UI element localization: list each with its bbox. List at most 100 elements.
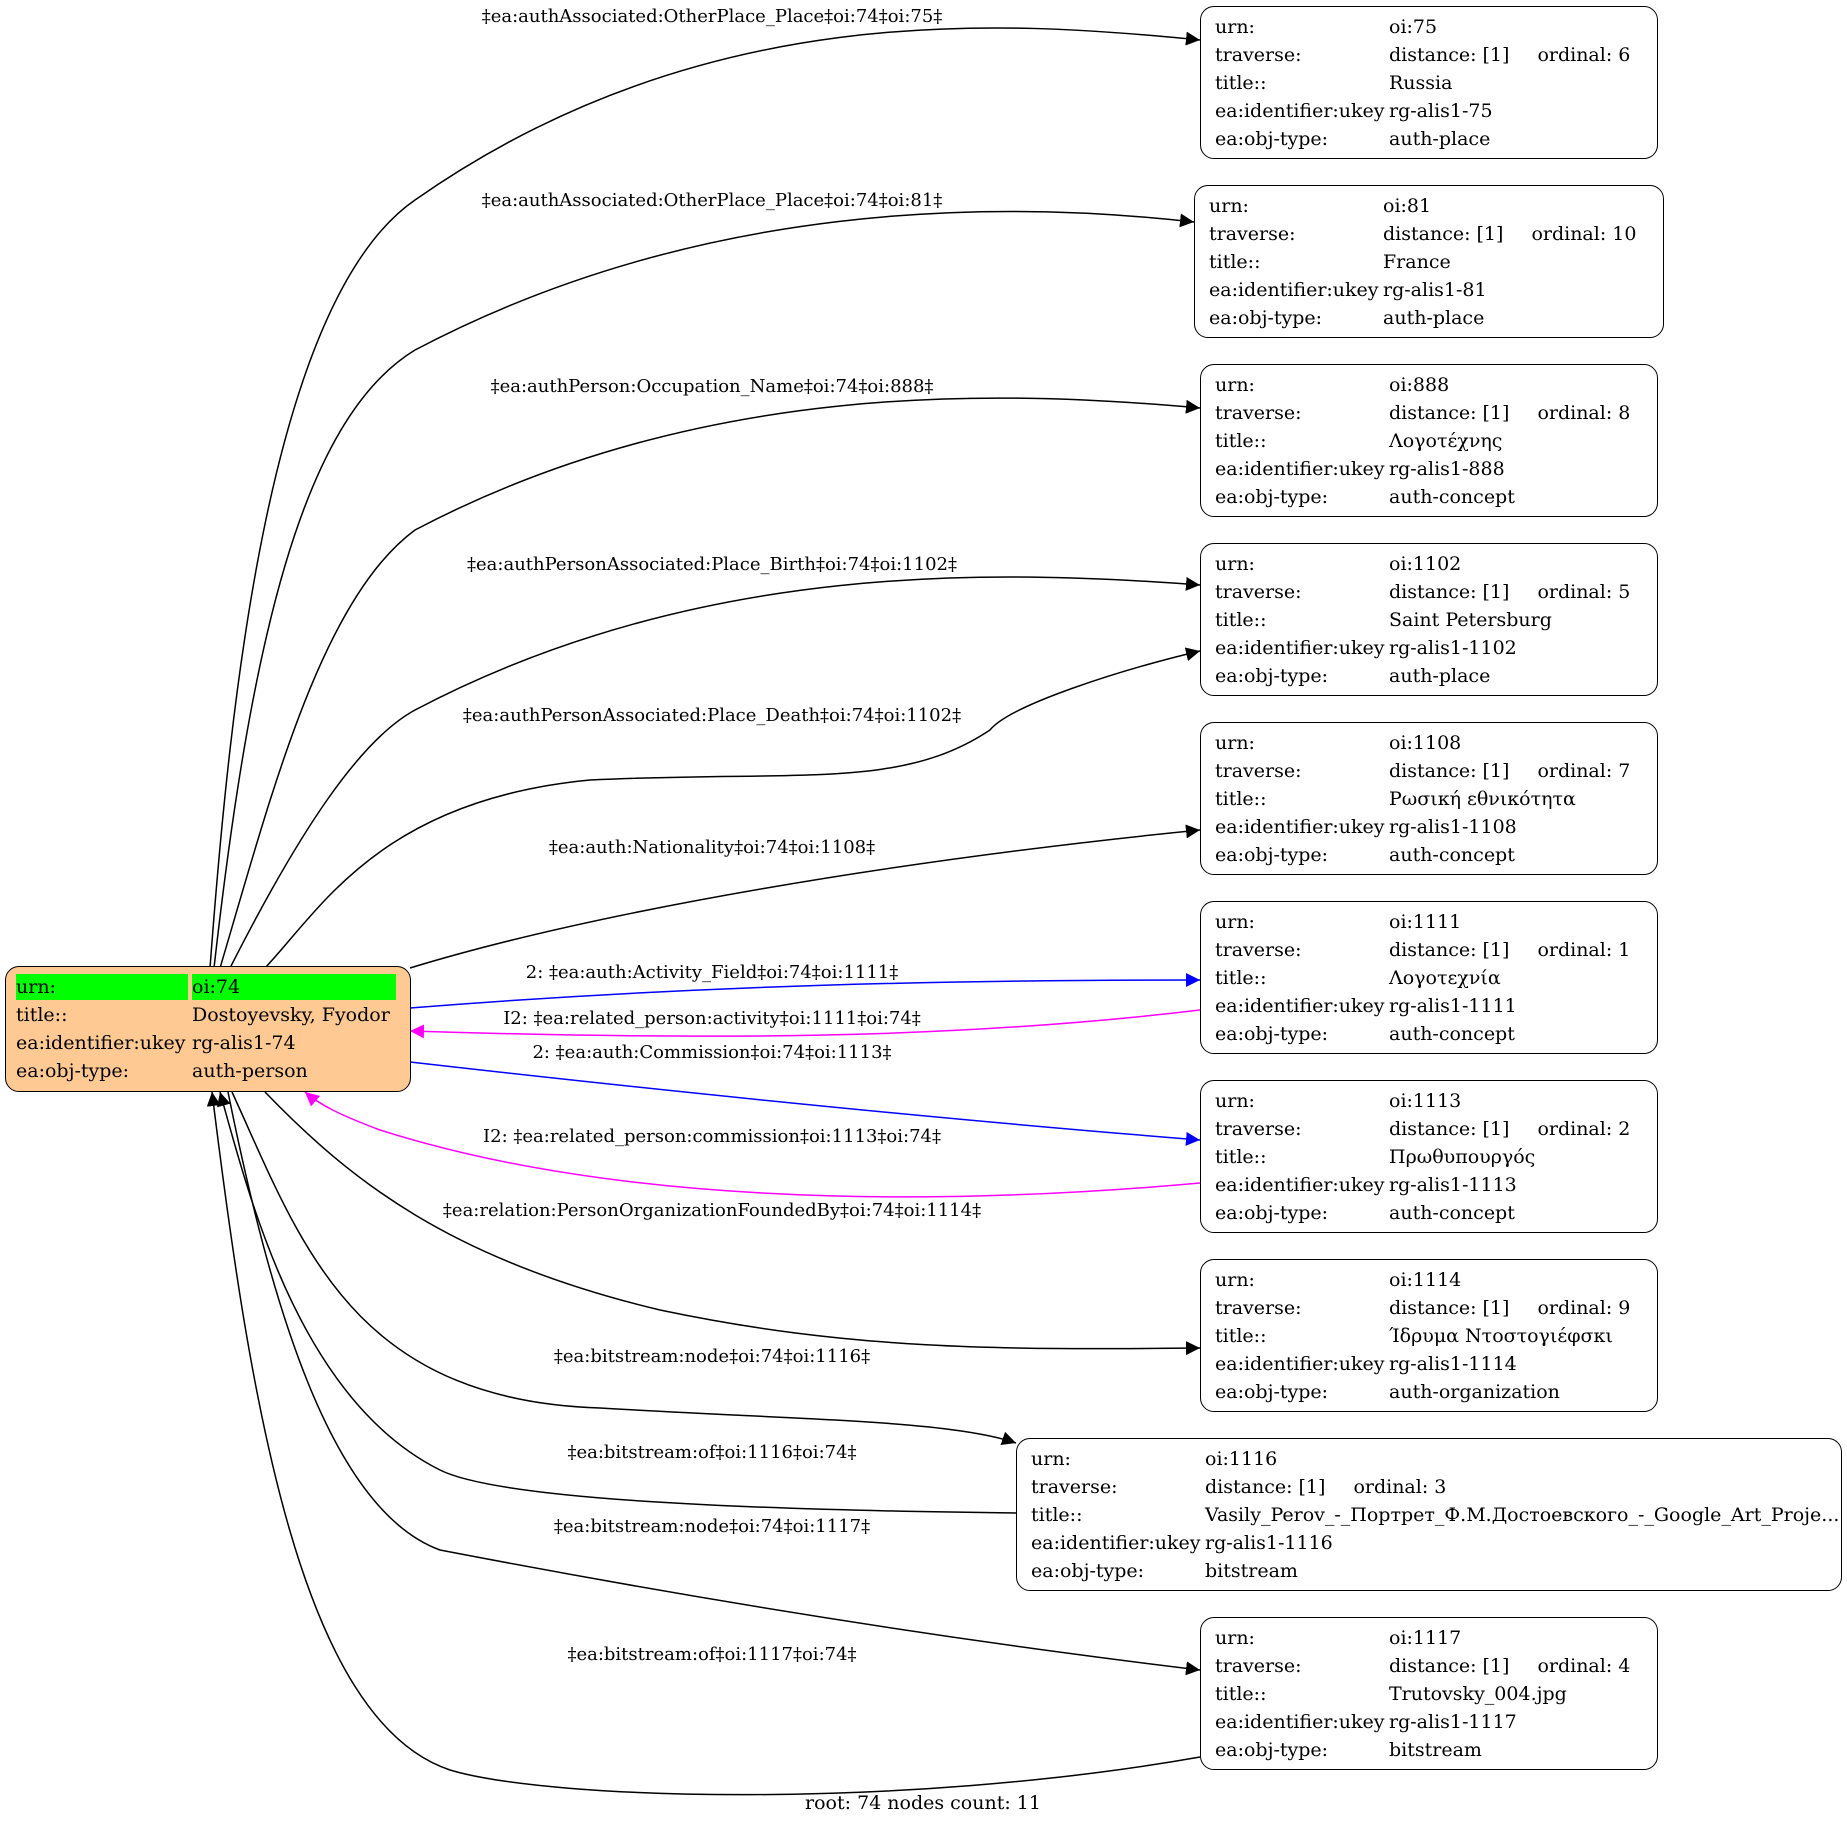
node-oi-1111[interactable]: urn:oi:1111 traverse:distance: [1]ordina… xyxy=(1200,901,1658,1054)
root-ukey-key: ea:identifier:ukey xyxy=(16,1032,186,1054)
node-title-value: France xyxy=(1383,251,1451,273)
node-urn-value: oi:75 xyxy=(1389,16,1438,38)
node-objtype-row: ea:obj-type:bitstream xyxy=(1215,1736,1643,1764)
node-oi-888[interactable]: urn:oi:888 traverse:distance: [1]ordinal… xyxy=(1200,364,1658,517)
node-ukey-key: ea:identifier:ukey xyxy=(1215,995,1385,1017)
node-ukey-key: ea:identifier:ukey xyxy=(1215,1353,1385,1375)
node-distance: distance: [1] xyxy=(1389,44,1510,66)
node-ukey-key: ea:identifier:ukey xyxy=(1215,816,1385,838)
node-traverse-key: traverse: xyxy=(1215,1297,1302,1319)
node-ukey-value: rg-alis1-1116 xyxy=(1205,1532,1333,1554)
node-ordinal: ordinal: 1 xyxy=(1537,939,1631,961)
node-traverse-row: traverse:distance: [1]ordinal: 4 xyxy=(1215,1652,1643,1680)
node-urn-row: urn:oi:1111 xyxy=(1215,908,1643,936)
node-title-key: title:: xyxy=(1215,788,1267,810)
edge-label: ‡ea:authPersonAssociated:Place_Death‡oi:… xyxy=(462,705,962,726)
node-traverse-row: traverse:distance: [1]ordinal: 1 xyxy=(1215,936,1643,964)
node-urn-key: urn: xyxy=(1215,1090,1255,1112)
edge-line-3 xyxy=(229,576,1201,969)
node-objtype-value: auth-place xyxy=(1389,665,1491,687)
node-title-row: title::Vasily_Perov_-_Портрет_Ф.М.Достое… xyxy=(1031,1501,1839,1529)
node-oi-1108[interactable]: urn:oi:1108 traverse:distance: [1]ordina… xyxy=(1200,722,1658,875)
edge-line-8 xyxy=(409,1061,1201,1146)
edge-label: 2: ‡ea:auth:Activity_Field‡oi:74‡oi:1111… xyxy=(525,962,899,983)
edge-label: ‡ea:relation:PersonOrganizationFoundedBy… xyxy=(442,1200,982,1221)
node-urn-row: urn: oi:1116 xyxy=(1031,1445,1827,1473)
node-distance: distance: [1] xyxy=(1389,1297,1510,1319)
node-oi-1114[interactable]: urn:oi:1114 traverse:distance: [1]ordina… xyxy=(1200,1259,1658,1412)
node-traverse-row: traverse: distance: [1] ordinal: 9 xyxy=(1215,1294,1643,1322)
node-ukey-key: ea:identifier:ukey xyxy=(1215,100,1385,122)
root-urn-key: urn: xyxy=(16,974,188,1000)
edge-line-9 xyxy=(304,1091,1201,1198)
node-oi-1113[interactable]: urn: oi:1113 traverse:distance: [1]ordina… xyxy=(1200,1080,1658,1233)
node-objtype-row: ea:obj-type: auth-organization xyxy=(1215,1378,1643,1406)
node-ordinal: ordinal: 9 xyxy=(1537,1297,1631,1319)
node-urn-value: oi:1116 xyxy=(1205,1448,1278,1470)
edge-line-4 xyxy=(264,647,1201,969)
node-title-row: title::Saint Petersburg xyxy=(1215,606,1643,634)
node-traverse-row: traverse:distance: [1]ordinal: 2 xyxy=(1215,1115,1643,1143)
node-ukey-value: rg-alis1-1113 xyxy=(1389,1174,1517,1196)
node-objtype-value: auth-organization xyxy=(1389,1381,1560,1403)
node-objtype-key: ea:obj-type: xyxy=(1215,1381,1329,1403)
node-urn-key: urn: xyxy=(1215,911,1255,933)
node-traverse-key: traverse: xyxy=(1209,223,1296,245)
node-objtype-value: auth-concept xyxy=(1389,1023,1515,1045)
node-urn-row: urn:oi:81 xyxy=(1209,192,1649,220)
node-urn-key: urn: xyxy=(1215,374,1255,396)
node-oi-1116[interactable]: urn: oi:1116 traverse:distance: [1]ordina… xyxy=(1016,1438,1842,1591)
node-urn-row: urn:oi:1102 xyxy=(1215,550,1643,578)
node-distance: distance: [1] xyxy=(1205,1476,1326,1498)
node-title-value: Ίδρυμα Ντοστογιέφσκι xyxy=(1389,1325,1613,1347)
node-title-value: Πρωθυπουργός xyxy=(1389,1146,1536,1168)
edge-line-2 xyxy=(219,397,1201,969)
node-title-row: title::Trutovsky_004.jpg xyxy=(1215,1680,1643,1708)
node-ukey-value: rg-alis1-1108 xyxy=(1389,816,1517,838)
edge-line-10 xyxy=(264,1091,1201,1356)
node-traverse-key: traverse: xyxy=(1215,402,1302,424)
node-ukey-value: rg-alis1-1102 xyxy=(1389,637,1517,659)
root-objtype-row: ea:obj-type: auth-person xyxy=(16,1057,400,1085)
node-oi-1117[interactable]: urn:oi:1117 traverse:distance: [1]ordina… xyxy=(1200,1617,1658,1770)
node-oi-1102[interactable]: urn:oi:1102 traverse:distance: [1]ordina… xyxy=(1200,543,1658,696)
node-objtype-row: ea:obj-type:auth-place xyxy=(1215,662,1643,690)
node-distance: distance: [1] xyxy=(1389,402,1510,424)
edge-line-5 xyxy=(409,824,1201,969)
root-node[interactable]: urn: oi:74 title:: Dostoyevsky, Fyodor e… xyxy=(5,966,411,1092)
node-ordinal: ordinal: 10 xyxy=(1531,223,1637,245)
node-urn-key: urn: xyxy=(1031,1448,1071,1470)
node-title-row: title::Russia xyxy=(1215,69,1643,97)
node-ukey-value: rg-alis1-75 xyxy=(1389,100,1493,122)
edge-label: ‡ea:bitstream:of‡oi:1116‡oi:74‡ xyxy=(567,1442,857,1463)
node-ordinal: ordinal: 7 xyxy=(1537,760,1631,782)
node-title-key: title:: xyxy=(1209,251,1261,273)
node-title-row: title::Λογοτέχνης xyxy=(1215,427,1643,455)
node-title-row: title::Πρωθυπουργός xyxy=(1215,1143,1643,1171)
edge-line-1 xyxy=(213,210,1195,969)
node-title-value: Λογοτεχνία xyxy=(1389,967,1501,989)
node-traverse-row: traverse:distance: [1]ordinal: 6 xyxy=(1215,41,1643,69)
root-urn-value: oi:74 xyxy=(192,974,396,1000)
node-objtype-value: auth-concept xyxy=(1389,1202,1515,1224)
node-urn-value: oi:1113 xyxy=(1389,1090,1462,1112)
root-title-value: Dostoyevsky, Fyodor xyxy=(192,1004,390,1026)
node-objtype-row: ea:obj-type:auth-concept xyxy=(1215,841,1643,869)
node-traverse-key: traverse: xyxy=(1215,939,1302,961)
node-title-key: title:: xyxy=(1031,1504,1083,1526)
node-urn-value: oi:1108 xyxy=(1389,732,1462,754)
node-traverse-row: traverse:distance: [1]ordinal: 5 xyxy=(1215,578,1643,606)
node-title-key: title:: xyxy=(1215,430,1267,452)
node-objtype-value: auth-concept xyxy=(1389,486,1515,508)
node-traverse-row: traverse:distance: [1]ordinal: 3 xyxy=(1031,1473,1827,1501)
node-urn-row: urn:oi:1117 xyxy=(1215,1624,1643,1652)
node-oi-81[interactable]: urn:oi:81 traverse:distance: [1]ordinal:… xyxy=(1194,185,1664,338)
node-ukey-value: rg-alis1-81 xyxy=(1383,279,1487,301)
node-oi-75[interactable]: urn:oi:75 traverse:distance: [1]ordinal:… xyxy=(1200,6,1658,159)
root-urn-row: urn: oi:74 xyxy=(16,973,400,1001)
